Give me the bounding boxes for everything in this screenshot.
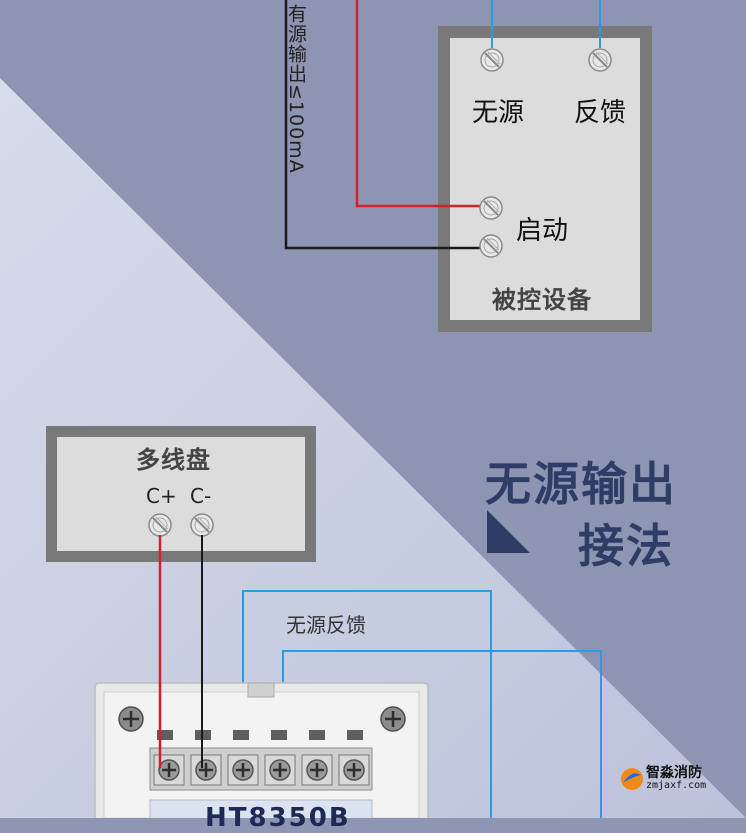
start-wire-red	[355, 0, 480, 208]
heading-line1: 无源输出	[485, 457, 677, 511]
terminal-screw-icon	[588, 48, 612, 72]
terminal-plus-label: C+	[146, 484, 177, 508]
module-body	[94, 682, 429, 818]
terminal-screw-icon	[480, 48, 504, 72]
start-wire-black	[284, 0, 480, 250]
watermark: 智淼消防 zmjaxf.com	[620, 762, 730, 796]
feedback-label: 无源反馈	[286, 613, 366, 637]
label-feedback: 反馈	[574, 98, 627, 128]
panel-title: 多线盘	[136, 446, 211, 474]
panel-face	[57, 437, 305, 551]
feedback-loop-outer	[242, 590, 492, 818]
watermark-url: zmjaxf.com	[646, 780, 707, 791]
controlled-device-panel	[450, 38, 640, 320]
terminal-screw-icon	[479, 234, 503, 258]
terminal-screw-icon	[479, 196, 503, 220]
terminal-screw-icon	[190, 513, 214, 537]
watermark-name: 智淼消防	[646, 765, 702, 781]
label-passive: 无源	[472, 98, 525, 128]
label-start: 启动	[516, 216, 569, 246]
heading-line2: 接法	[578, 519, 674, 573]
triangle-marker-icon	[487, 510, 530, 553]
controlled-device-caption: 被控设备	[492, 286, 592, 314]
terminal-screw-icon	[148, 513, 172, 537]
wire-note: 有源输出≤100mA	[285, 4, 307, 174]
feedback-loop-inner	[282, 650, 602, 818]
module-label: HT8350B	[205, 803, 351, 833]
terminal-minus-label: C-	[190, 484, 212, 508]
background-light-triangle	[0, 78, 746, 818]
brand-logo-icon	[621, 768, 643, 790]
